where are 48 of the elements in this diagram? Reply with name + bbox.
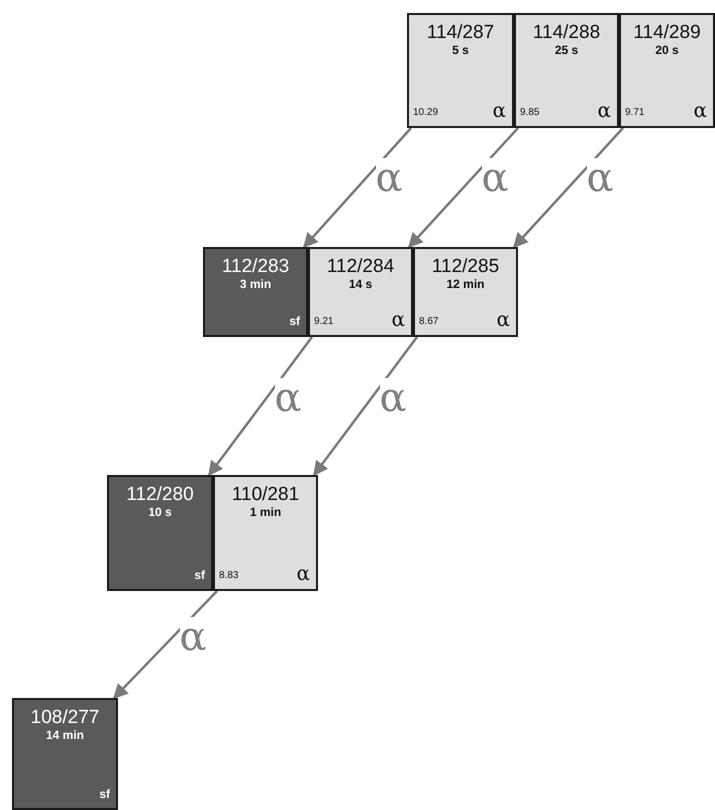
- decay-mode-label: α: [693, 100, 707, 120]
- alpha-nuclide-box: [407, 13, 514, 128]
- decay-arrow: [112, 590, 218, 700]
- half-life-label: 10 s: [147, 506, 173, 520]
- decay-mode-label: sf: [289, 314, 300, 328]
- decay-mode-label: α: [597, 100, 611, 120]
- fission-nuclide-box: [203, 247, 308, 337]
- alpha-nuclide-box: [308, 247, 413, 337]
- half-life-label: 20 s: [654, 44, 680, 58]
- energy-label: 8.83: [219, 570, 238, 581]
- fission-nuclide-box: [12, 698, 118, 810]
- alpha-nuclide-box: [619, 13, 715, 128]
- energy-label: 9.85: [520, 107, 540, 118]
- energy-label: 9.71: [625, 107, 644, 118]
- half-life-label: 5 s: [451, 44, 470, 58]
- alpha-nuclide-box: [413, 247, 518, 337]
- fission-nuclide-box: [107, 475, 213, 591]
- nuclide-label: 114/287: [426, 23, 496, 44]
- nuclide-label: 112/280: [125, 485, 195, 506]
- energy-label: 10.29: [413, 107, 438, 118]
- decay-mode-label: α: [496, 309, 510, 329]
- nuclide-label: 114/288: [532, 23, 602, 44]
- half-life-label: 3 min: [238, 278, 272, 292]
- decay-mode-label: sf: [99, 787, 110, 801]
- half-life-label: 25 s: [554, 44, 580, 58]
- nuclide-label: 112/285: [430, 257, 500, 278]
- nuclide-label: 112/283: [220, 257, 290, 278]
- nuclide-label: 114/289: [632, 23, 702, 44]
- decay-mode-label: α: [296, 563, 310, 583]
- nuclide-label: 110/281: [230, 485, 300, 506]
- nuclide-label: 112/284: [326, 257, 396, 278]
- energy-label: 8.67: [419, 316, 438, 327]
- decay-arrow: [408, 127, 519, 248]
- decay-mode-label: α: [492, 100, 506, 120]
- decay-arrow: [512, 127, 624, 248]
- nuclide-label: 108/277: [30, 708, 100, 729]
- alpha-nuclide-box: [213, 475, 318, 591]
- half-life-label: 14 min: [44, 728, 85, 742]
- decay-arrow: [313, 336, 418, 476]
- decay-mode-label: α: [391, 309, 405, 329]
- half-life-label: 12 min: [445, 278, 486, 292]
- decay-arrow: [208, 336, 313, 476]
- half-life-label: 14 s: [348, 278, 374, 292]
- decay-mode-label: sf: [194, 568, 205, 582]
- decay-arrow: [303, 127, 412, 248]
- alpha-nuclide-box: [514, 13, 619, 128]
- half-life-label: 1 min: [248, 506, 282, 520]
- energy-label: 9.21: [314, 316, 334, 327]
